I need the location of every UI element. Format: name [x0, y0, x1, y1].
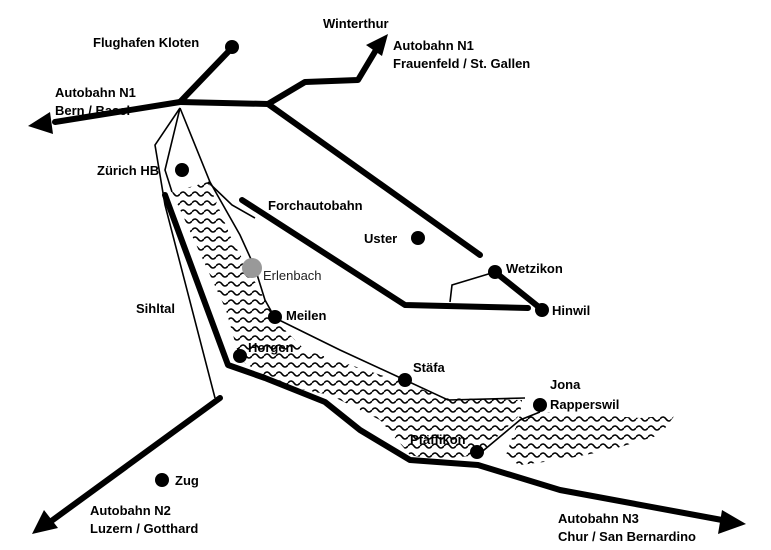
- railway-lines: [154, 107, 541, 456]
- marker-zug: [155, 473, 169, 487]
- place-markers: [155, 40, 549, 487]
- arrow-n1-east: [366, 34, 388, 56]
- label-n2-dest: Luzern / Gotthard: [90, 521, 198, 536]
- arrow-n1-west: [28, 112, 53, 134]
- label-zug: Zug: [175, 473, 199, 488]
- road-wetzikon-hinwil: [492, 269, 543, 311]
- label-stafa: Stäfa: [413, 360, 446, 375]
- label-erlenbach: Erlenbach: [263, 268, 322, 283]
- road-n2: [47, 395, 223, 525]
- label-jona: Jona: [550, 377, 581, 392]
- lake-zurich: [172, 182, 522, 460]
- label-pfaffikon: Pfäffikon: [410, 432, 466, 447]
- label-n1-east-name: Autobahn N1: [393, 38, 474, 53]
- label-winterthur: Winterthur: [323, 16, 389, 31]
- label-rapperswil: Rapperswil: [550, 397, 619, 412]
- marker-meilen: [268, 310, 282, 324]
- marker-stafa: [398, 373, 412, 387]
- label-uster: Uster: [364, 231, 397, 246]
- marker-flughafen: [225, 40, 239, 54]
- marker-uster: [411, 231, 425, 245]
- label-n1-west-dest: Bern / Basel: [55, 103, 130, 118]
- road-lakeshore-west: [162, 192, 725, 523]
- label-n1-east-dest: Frauenfeld / St. Gallen: [393, 56, 530, 71]
- road-n1-east: [177, 47, 379, 107]
- arrowheads: [28, 34, 746, 534]
- label-flughafen: Flughafen Kloten: [93, 35, 199, 50]
- marker-pfaffikon: [470, 445, 484, 459]
- marker-hinwil: [535, 303, 549, 317]
- marker-erlenbach: [242, 258, 262, 278]
- road-forchautobahn: [239, 197, 531, 311]
- marker-rapperswil: [533, 398, 547, 412]
- label-hinwil: Hinwil: [552, 303, 590, 318]
- arrow-n3: [718, 510, 746, 534]
- label-sihltal: Sihltal: [136, 301, 175, 316]
- motorways: [47, 47, 725, 525]
- label-n3-name: Autobahn N3: [558, 511, 639, 526]
- label-horgen: Horgen: [248, 340, 294, 355]
- lake-obersee: [505, 412, 675, 465]
- label-wetzikon: Wetzikon: [506, 261, 563, 276]
- road-flughafen: [177, 49, 231, 105]
- place-labels: Flughafen Kloten Winterthur Autobahn N1 …: [55, 16, 696, 544]
- marker-wetzikon: [488, 265, 502, 279]
- label-n2-name: Autobahn N2: [90, 503, 171, 518]
- label-n1-west-name: Autobahn N1: [55, 85, 136, 100]
- label-n3-dest: Chur / San Bernardino: [558, 529, 696, 544]
- label-zurich-hb: Zürich HB: [97, 163, 159, 178]
- marker-horgen: [233, 349, 247, 363]
- road-wetzikon-diagonal: [265, 101, 483, 258]
- arrow-n2: [32, 510, 58, 534]
- label-forchautobahn: Forchautobahn: [268, 198, 363, 213]
- label-meilen: Meilen: [286, 308, 327, 323]
- marker-zurich-hb: [175, 163, 189, 177]
- road-n1-west: [52, 99, 183, 125]
